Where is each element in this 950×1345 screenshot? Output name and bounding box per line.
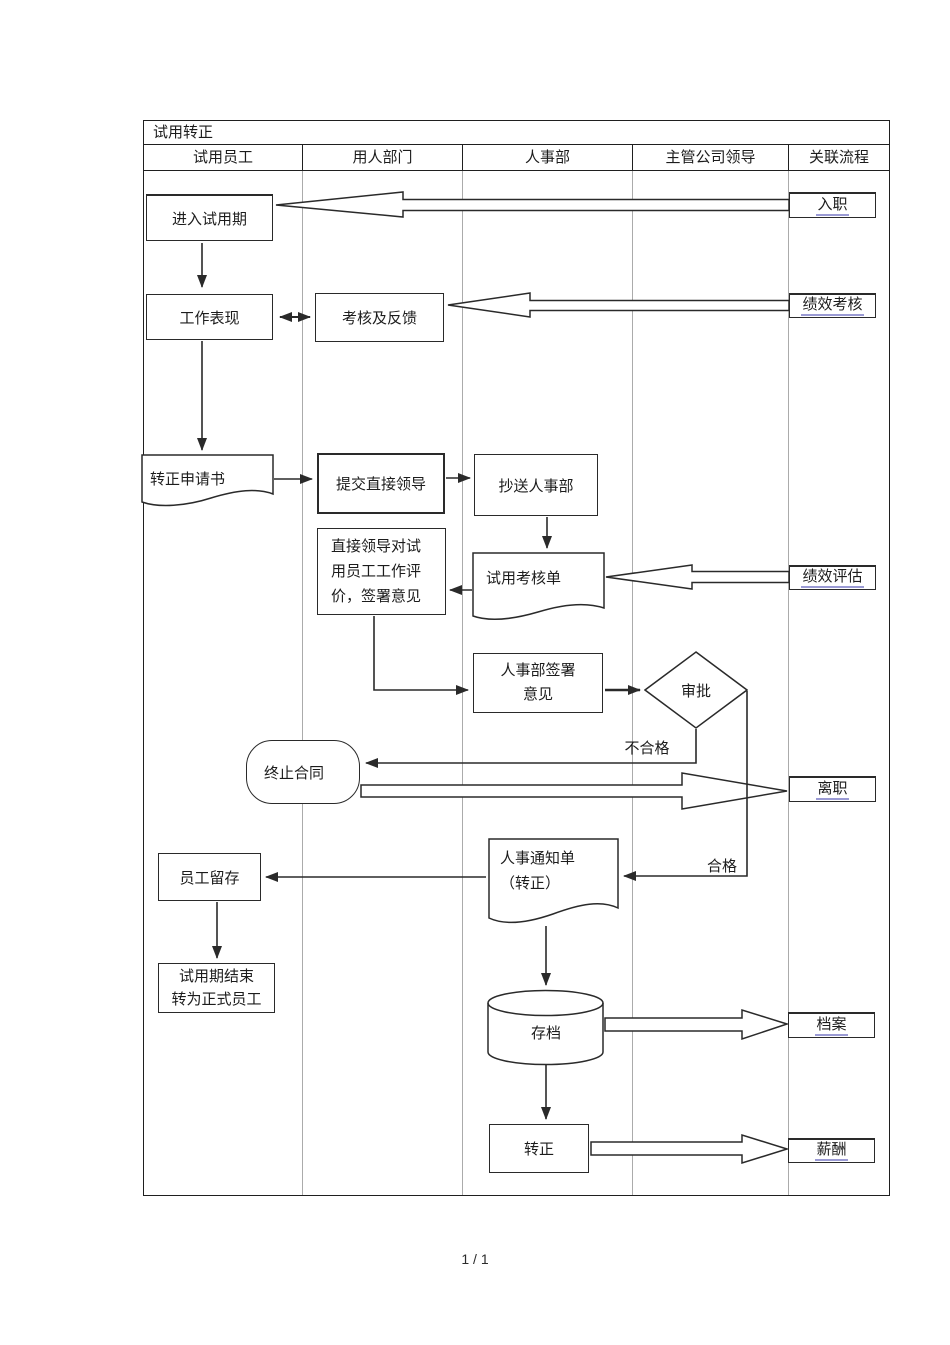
node-hr-notice-line1: 人事通知单 (500, 850, 576, 867)
node-leader-review-line3: 价，签署意见 (331, 588, 422, 605)
node-regularization-label: 转正 (523, 1141, 554, 1158)
node-probation-form-label: 试用考核单 (486, 569, 562, 587)
node-leader-review-line2: 用员工工作评 (331, 563, 422, 580)
node-probation-end-line2: 转为正式员工 (171, 991, 262, 1008)
node-copy-hr: 抄送人事部 (474, 454, 598, 516)
diagram-title: 试用转正 (144, 121, 889, 145)
lane-divider-1 (302, 171, 303, 1195)
link-archives-label[interactable]: 档案 (815, 1016, 848, 1036)
page-number: 1 / 1 (461, 1251, 489, 1267)
lane-header-probation-employee: 试用员工 (144, 145, 303, 170)
node-probation-end: 试用期结束 转为正式员工 (158, 963, 275, 1013)
node-transfer-application: 转正申请书 (150, 458, 270, 498)
node-assess-feedback-label: 考核及反馈 (341, 310, 417, 327)
link-salary[interactable]: 薪酬 (788, 1138, 875, 1163)
node-submit-leader-label: 提交直接领导 (335, 476, 426, 493)
lane-divider-3 (632, 171, 633, 1195)
link-salary-label[interactable]: 薪酬 (815, 1141, 848, 1161)
lane-header-related-processes: 关联流程 (808, 149, 869, 166)
lane-divider-2 (462, 171, 463, 1195)
node-employee-retain-label: 员工留存 (179, 869, 240, 887)
link-performance-review[interactable]: 绩效考核 (789, 293, 876, 318)
node-regularization: 转正 (489, 1124, 589, 1173)
edge-label-fail: 不合格 (624, 740, 670, 757)
lane-divider-4 (788, 171, 789, 1195)
node-copy-hr-label: 抄送人事部 (498, 477, 574, 495)
node-employee-retain: 员工留存 (158, 853, 261, 901)
link-archives[interactable]: 档案 (788, 1012, 875, 1038)
node-assess-feedback: 考核及反馈 (315, 293, 444, 342)
node-archive-label: 存档 (530, 1024, 561, 1042)
node-work-performance: 工作表现 (146, 294, 273, 340)
link-performance-evaluation-label[interactable]: 绩效评估 (801, 568, 864, 588)
link-resignation[interactable]: 离职 (789, 776, 876, 802)
link-performance-review-label[interactable]: 绩效考核 (801, 296, 864, 316)
node-leader-review: 直接领导对试 用员工工作评 价，签署意见 (317, 528, 446, 615)
node-approval: 审批 (644, 651, 748, 729)
node-submit-leader: 提交直接领导 (317, 453, 445, 514)
link-resignation-label[interactable]: 离职 (816, 780, 849, 800)
lane-header-company-leadership: 主管公司领导 (633, 145, 789, 170)
node-hr-sign-line2: 意见 (522, 686, 553, 703)
node-hr-notice-line2: （转正） (500, 875, 561, 892)
node-terminate-contract: 终止合同 (246, 740, 360, 804)
link-onboarding-label[interactable]: 入职 (816, 196, 849, 216)
node-leader-review-line1: 直接领导对试 (331, 538, 422, 555)
node-hr-sign: 人事部签署 意见 (473, 653, 603, 713)
edge-label-pass: 合格 (706, 858, 737, 875)
node-hr-notice: 人事通知单 （转正） (500, 845, 618, 897)
lane-header-hiring-department: 用人部门 (303, 145, 463, 170)
node-work-performance-label: 工作表现 (179, 309, 240, 327)
node-probation-form: 试用考核单 (486, 558, 604, 596)
link-onboarding[interactable]: 入职 (789, 192, 876, 218)
node-transfer-application-label: 转正申请书 (150, 470, 226, 488)
node-probation-end-line1: 试用期结束 (178, 968, 254, 985)
node-terminate-contract-label: 终止合同 (264, 764, 325, 782)
node-approval-label: 审批 (680, 682, 711, 700)
link-performance-evaluation[interactable]: 绩效评估 (789, 565, 876, 590)
node-enter-probation: 进入试用期 (146, 194, 273, 241)
node-hr-sign-line1: 人事部签署 (500, 662, 576, 679)
node-archive: 存档 (487, 1012, 605, 1052)
node-enter-probation-label: 进入试用期 (171, 210, 247, 228)
lane-header-row: 试用员工 用人部门 人事部 主管公司领导 关联流程 (144, 145, 889, 171)
lane-header-hr-department: 人事部 (463, 145, 633, 170)
